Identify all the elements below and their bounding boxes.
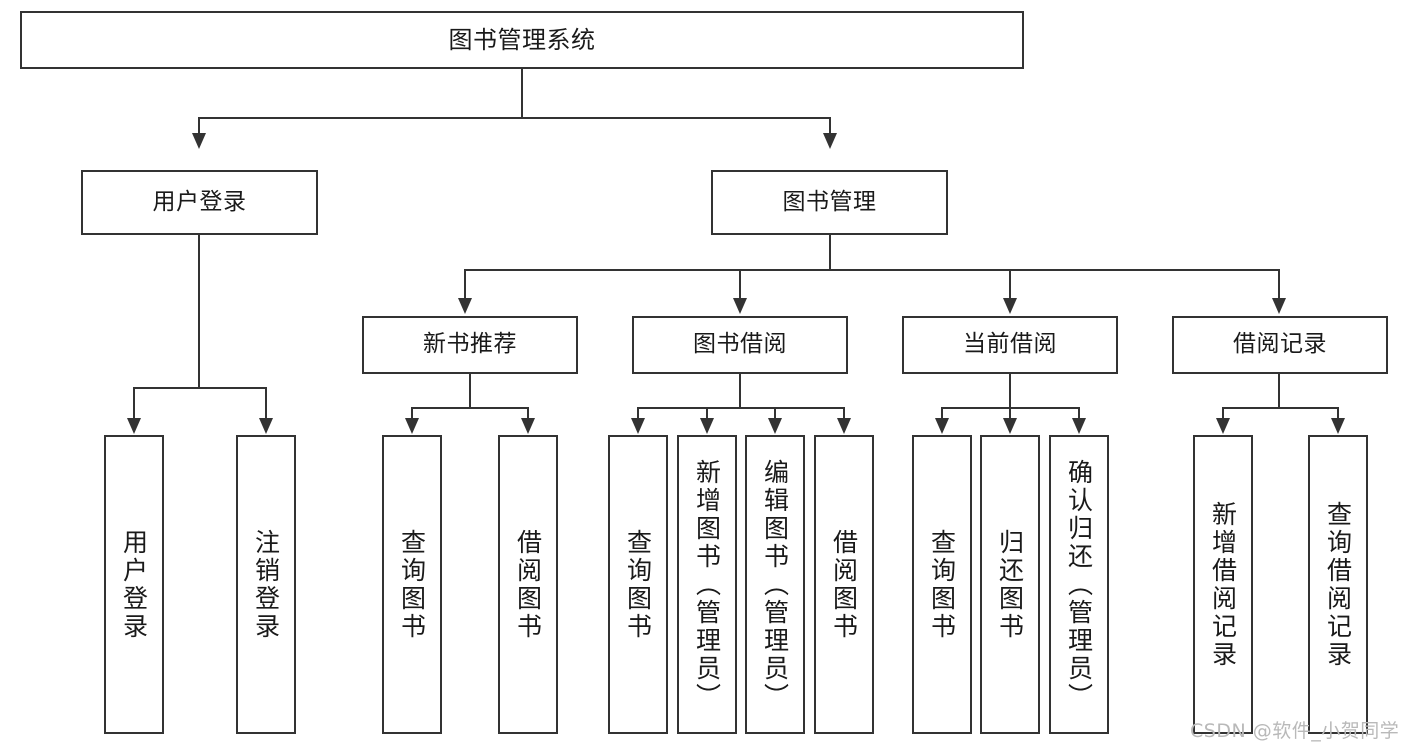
- connector-drop-leaf-br-0: [1222, 407, 1224, 419]
- connector-current-borrow-stem: [1009, 374, 1011, 408]
- connector-drop-leaf-cb-2: [1078, 407, 1080, 419]
- connector-drop-leaf-cb-0: [941, 407, 943, 419]
- node-root-book-management-system[interactable]: 图书管理系统: [20, 11, 1024, 69]
- node-label: 新增借阅记录: [1208, 500, 1238, 669]
- node-label: 图书管理系统: [448, 25, 596, 54]
- connector-borrow-record-bus: [1222, 407, 1339, 409]
- node-label: 注销登录: [251, 528, 281, 641]
- arrowhead-leaf-nbr-0: [405, 418, 419, 434]
- node-label: 图书管理: [782, 188, 877, 215]
- connector-drop-leaf-user-login-0: [133, 387, 135, 419]
- arrowhead-leaf-bb-1: [700, 418, 714, 434]
- arrowhead-leaf-br-1: [1331, 418, 1345, 434]
- connector-drop-leaf-nbr-0: [411, 407, 413, 419]
- leaf-user-login-0[interactable]: 用户登录: [104, 435, 164, 734]
- leaf-current-borrow-0[interactable]: 查询图书: [912, 435, 972, 734]
- connector-drop-level3-3: [1278, 269, 1280, 299]
- leaf-borrow-record-1[interactable]: 查询借阅记录: [1308, 435, 1368, 734]
- leaf-new-book-recommend-0[interactable]: 查询图书: [382, 435, 442, 734]
- connector-user-login-stem: [198, 235, 200, 388]
- arrowhead-leaf-cb-0: [935, 418, 949, 434]
- connector-book-management-stem: [829, 235, 831, 270]
- arrowhead-leaf-cb-1: [1003, 418, 1017, 434]
- node-label: 查询借阅记录: [1323, 500, 1353, 669]
- arrowhead-book-management: [823, 133, 837, 149]
- arrowhead-leaf-br-0: [1216, 418, 1230, 434]
- connector-drop-book-management: [829, 117, 831, 134]
- arrowhead-level3-2: [1003, 298, 1017, 314]
- arrowhead-level3-1: [733, 298, 747, 314]
- arrowhead-leaf-user-login-0: [127, 418, 141, 434]
- connector-new-book-recommend-bus: [411, 407, 529, 409]
- connector-drop-leaf-bb-3: [843, 407, 845, 419]
- node-label: 查询图书: [927, 528, 957, 641]
- node-label: 借阅记录: [1233, 331, 1327, 358]
- leaf-book-borrow-3[interactable]: 借阅图书: [814, 435, 874, 734]
- arrowhead-leaf-user-login-1: [259, 418, 273, 434]
- connector-level3-bus: [464, 269, 1280, 271]
- connector-drop-level3-0: [464, 269, 466, 299]
- connector-borrow-record-stem: [1278, 374, 1280, 408]
- leaf-current-borrow-1[interactable]: 归还图书: [980, 435, 1040, 734]
- connector-book-borrow-bus: [637, 407, 844, 409]
- node-book-borrow[interactable]: 图书借阅: [632, 316, 848, 374]
- connector-book-borrow-stem: [739, 374, 741, 408]
- connector-drop-user-login: [198, 117, 200, 134]
- node-label: 当前借阅: [963, 331, 1057, 358]
- leaf-book-borrow-1[interactable]: 新增图书（管理员）: [677, 435, 737, 734]
- connector-drop-leaf-bb-0: [637, 407, 639, 419]
- arrowhead-leaf-bb-3: [837, 418, 851, 434]
- leaf-borrow-record-0[interactable]: 新增借阅记录: [1193, 435, 1253, 734]
- arrowhead-level3-3: [1272, 298, 1286, 314]
- leaf-user-login-1[interactable]: 注销登录: [236, 435, 296, 734]
- connector-drop-leaf-nbr-1: [527, 407, 529, 419]
- connector-level2-bus: [198, 117, 831, 119]
- node-label: 查询图书: [623, 528, 653, 641]
- node-current-borrow[interactable]: 当前借阅: [902, 316, 1118, 374]
- node-label: 借阅图书: [513, 528, 543, 641]
- node-label: 归还图书: [995, 528, 1025, 641]
- node-label: 编辑图书（管理员）: [760, 458, 790, 711]
- node-label: 新书推荐: [423, 331, 517, 358]
- leaf-new-book-recommend-1[interactable]: 借阅图书: [498, 435, 558, 734]
- node-label: 借阅图书: [829, 528, 859, 641]
- arrowhead-leaf-bb-2: [768, 418, 782, 434]
- connector-drop-level3-1: [739, 269, 741, 299]
- node-user-login[interactable]: 用户登录: [81, 170, 318, 235]
- connector-root-stem: [521, 69, 523, 118]
- arrowhead-leaf-nbr-1: [521, 418, 535, 434]
- connector-drop-leaf-user-login-1: [265, 387, 267, 419]
- connector-drop-leaf-bb-1: [706, 407, 708, 419]
- connector-new-book-recommend-stem: [469, 374, 471, 408]
- leaf-book-borrow-2[interactable]: 编辑图书（管理员）: [745, 435, 805, 734]
- leaf-current-borrow-2[interactable]: 确认归还（管理员）: [1049, 435, 1109, 734]
- node-book-management[interactable]: 图书管理: [711, 170, 948, 235]
- node-label: 确认归还（管理员）: [1064, 458, 1094, 711]
- leaf-book-borrow-0[interactable]: 查询图书: [608, 435, 668, 734]
- node-label: 用户登录: [152, 188, 247, 215]
- connector-drop-leaf-cb-1: [1009, 407, 1011, 419]
- arrowhead-user-login: [192, 133, 206, 149]
- arrowhead-leaf-bb-0: [631, 418, 645, 434]
- connector-drop-leaf-bb-2: [774, 407, 776, 419]
- node-borrow-record[interactable]: 借阅记录: [1172, 316, 1388, 374]
- arrowhead-level3-0: [458, 298, 472, 314]
- connector-drop-level3-2: [1009, 269, 1011, 299]
- connector-user-login-bus: [133, 387, 267, 389]
- connector-drop-leaf-br-1: [1337, 407, 1339, 419]
- node-label: 用户登录: [119, 528, 149, 641]
- node-label: 新增图书（管理员）: [692, 458, 722, 711]
- arrowhead-leaf-cb-2: [1072, 418, 1086, 434]
- node-label: 查询图书: [397, 528, 427, 641]
- node-new-book-recommend[interactable]: 新书推荐: [362, 316, 578, 374]
- node-label: 图书借阅: [693, 331, 787, 358]
